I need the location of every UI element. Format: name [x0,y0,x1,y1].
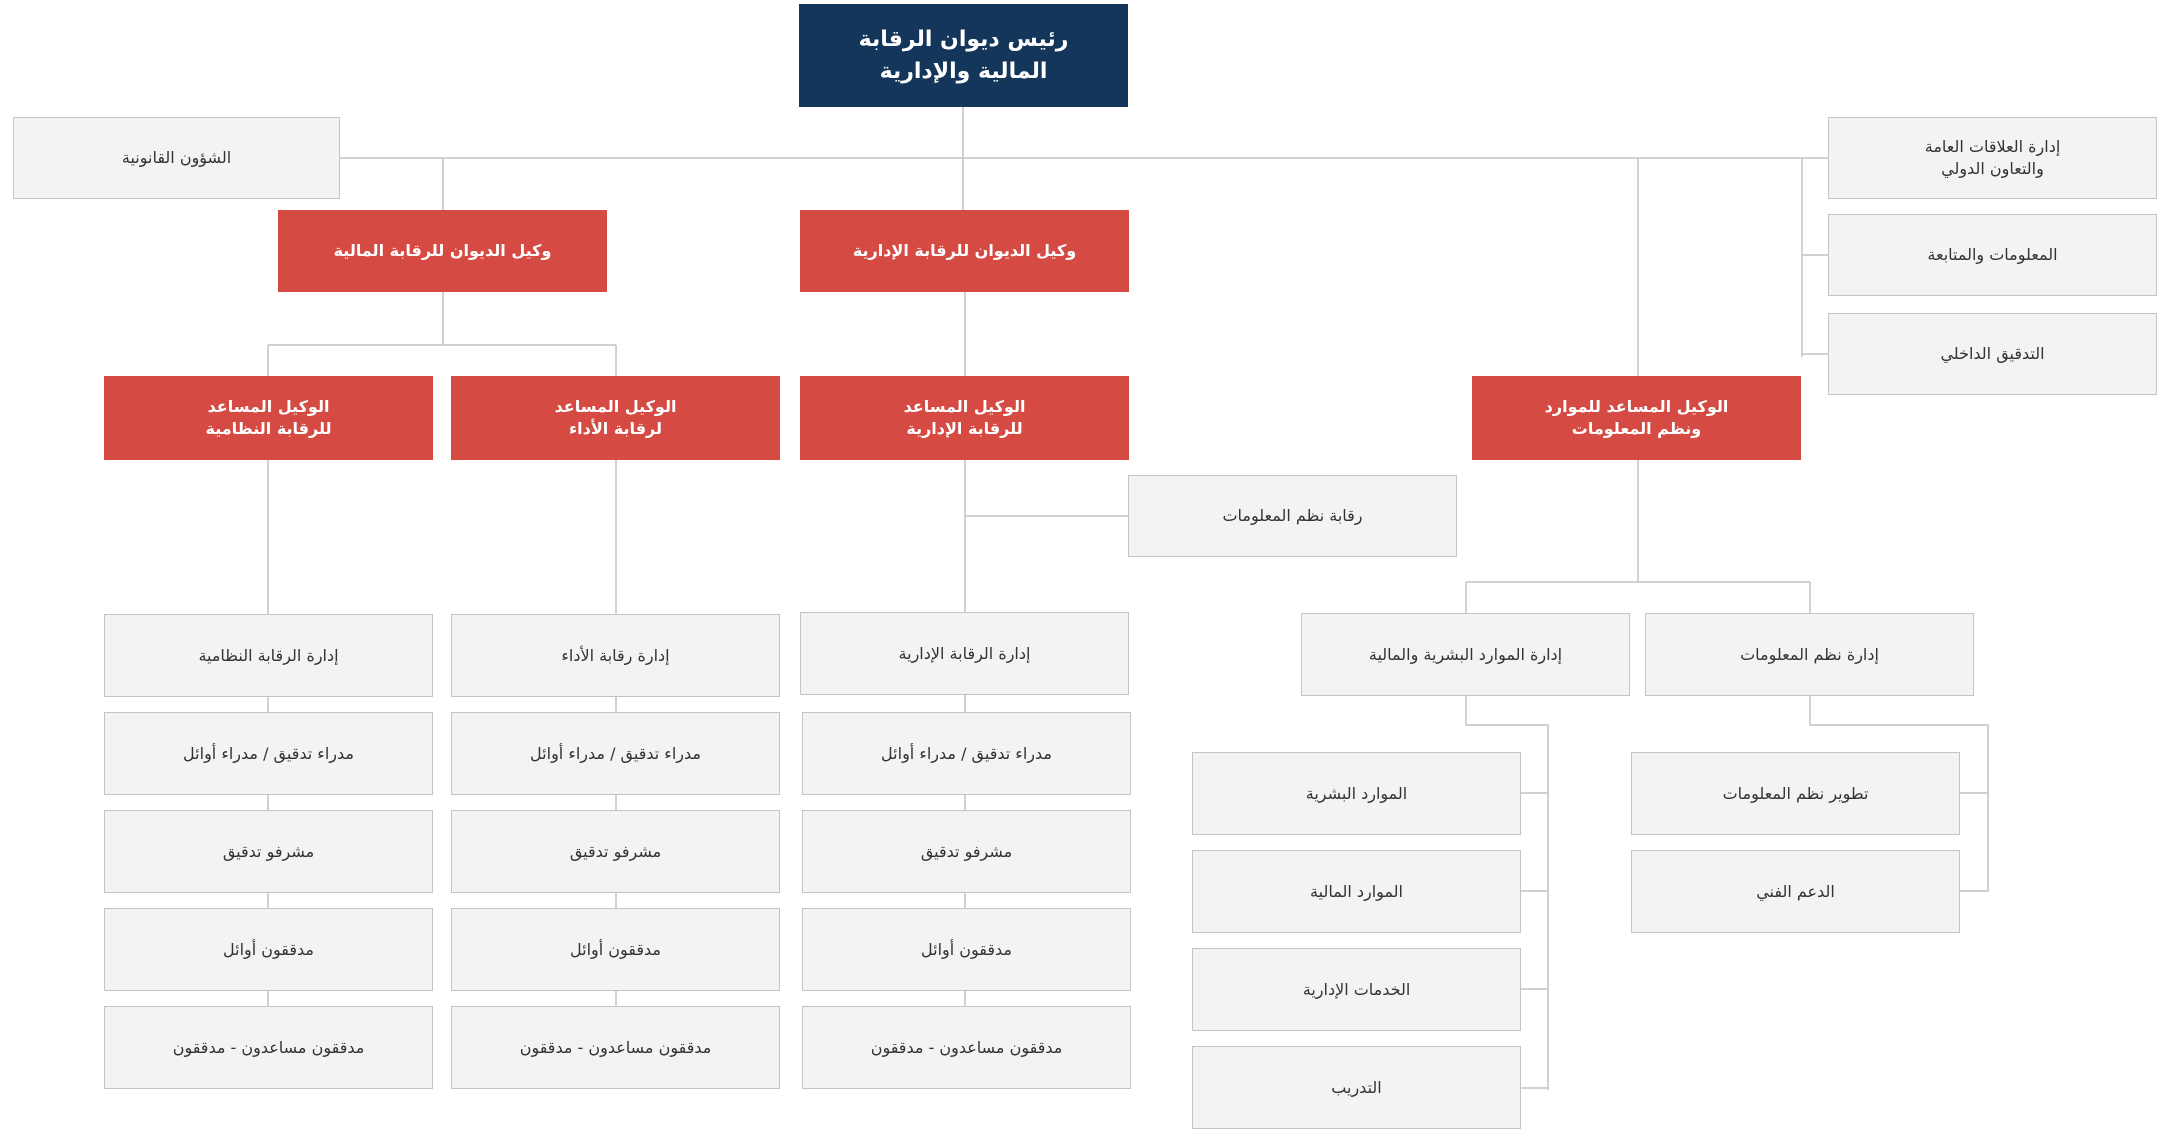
administrative-auditors-box: مدققون مساعدون - مدققون [802,1006,1131,1089]
regulatory-managers-box: مدراء تدقيق / مدراء أوائل [104,712,433,795]
president-box: رئيس ديوان الرقابة المالية والإدارية [799,4,1128,107]
hr-finance-dept-box: إدارة الموارد البشرية والمالية [1301,613,1630,696]
hr-unit-box: الموارد البشرية [1192,752,1521,835]
legal-affairs-box: الشؤون القانونية [13,117,340,199]
information-followup-box: المعلومات والمتابعة [1828,214,2157,296]
administrative-managers-box: مدراء تدقيق / مدراء أوائل [802,712,1131,795]
asst-resources-box: الوكيل المساعد للموارد ونظم المعلومات [1472,376,1801,460]
internal-audit-box: التدقيق الداخلي [1828,313,2157,395]
regulatory-supervisors-box: مشرفو تدقيق [104,810,433,893]
asst-regulatory-box: الوكيل المساعد للرقابة النظامية [104,376,433,460]
admin-services-unit-box: الخدمات الإدارية [1192,948,1521,1031]
administrative-senior-auditors-box: مدققون أوائل [802,908,1131,991]
administrative-dept-box: إدارة الرقابة الإدارية [800,612,1129,695]
asst-administrative-box: الوكيل المساعد للرقابة الإدارية [800,376,1129,460]
performance-supervisors-box: مشرفو تدقيق [451,810,780,893]
performance-dept-box: إدارة رقابة الأداء [451,614,780,697]
finance-unit-box: الموارد المالية [1192,850,1521,933]
regulatory-auditors-box: مدققون مساعدون - مدققون [104,1006,433,1089]
performance-senior-auditors-box: مدققون أوائل [451,908,780,991]
tech-support-unit-box: الدعم الفني [1631,850,1960,933]
training-unit-box: التدريب [1192,1046,1521,1129]
performance-managers-box: مدراء تدقيق / مدراء أوائل [451,712,780,795]
deputy-financial-box: وكيل الديوان للرقابة المالية [278,210,607,292]
is-control-box: رقابة نظم المعلومات [1128,475,1457,557]
public-relations-box: إدارة العلاقات العامة والتعاون الدولي [1828,117,2157,199]
is-development-unit-box: تطوير نظم المعلومات [1631,752,1960,835]
regulatory-senior-auditors-box: مدققون أوائل [104,908,433,991]
is-dept-box: إدارة نظم المعلومات [1645,613,1974,696]
administrative-supervisors-box: مشرفو تدقيق [802,810,1131,893]
asst-performance-box: الوكيل المساعد لرقابة الأداء [451,376,780,460]
performance-auditors-box: مدققون مساعدون - مدققون [451,1006,780,1089]
regulatory-dept-box: إدارة الرقابة النظامية [104,614,433,697]
deputy-administrative-box: وكيل الديوان للرقابة الإدارية [800,210,1129,292]
